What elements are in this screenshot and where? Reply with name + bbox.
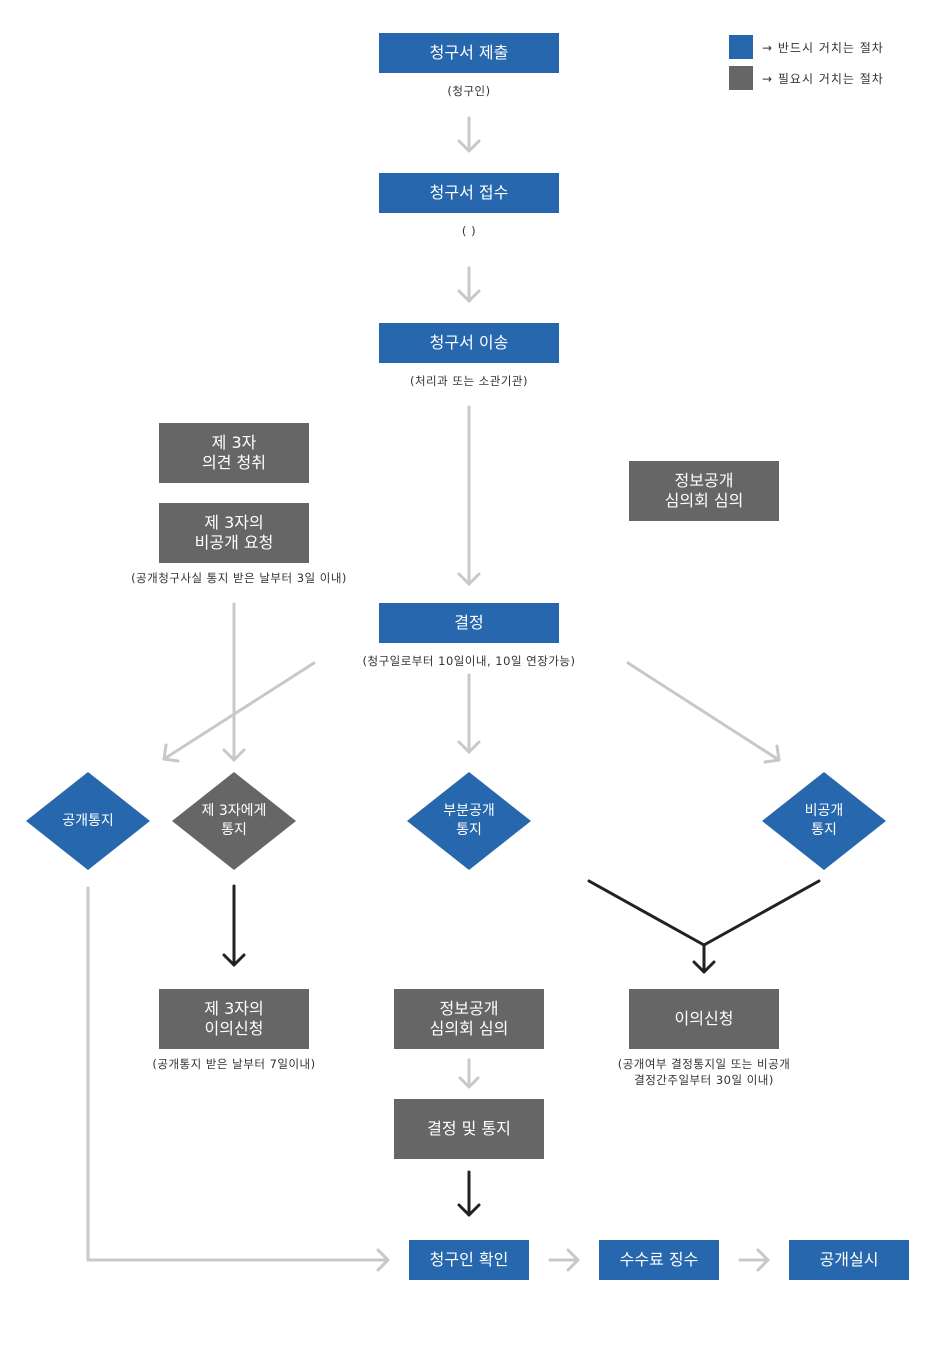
step-decision-notice: 결정 및 통지 bbox=[394, 1099, 544, 1159]
arrow-committee-to-decision-notice bbox=[458, 1058, 480, 1089]
step-disclose-label: 공개실시 bbox=[819, 1250, 879, 1269]
step-committee-bottom-label: 정보공개 심의회 심의 bbox=[429, 999, 509, 1038]
step-fee-label: 수수료 징수 bbox=[619, 1250, 699, 1269]
legend-required-swatch bbox=[729, 35, 753, 59]
step-third-party-objection-note: (공개통지 받은 날부터 7일이내) bbox=[152, 1057, 316, 1071]
step-objection-label: 이의신청 bbox=[674, 1009, 734, 1028]
step-third-party-request-label: 제 3자의 비공개 요청 bbox=[194, 513, 274, 552]
arrow-submit-to-receive bbox=[457, 116, 481, 153]
notice-private-label: 비공개 통지 bbox=[804, 803, 844, 838]
step-committee-top: 정보공개 심의회 심의 bbox=[629, 461, 779, 521]
step-disclose: 공개실시 bbox=[789, 1240, 909, 1280]
step-receive-label: 청구서 접수 bbox=[429, 183, 509, 202]
step-confirm: 청구인 확인 bbox=[409, 1240, 529, 1280]
step-submit-label: 청구서 제출 bbox=[429, 43, 509, 62]
notice-partial-label: 부분공개 통지 bbox=[443, 803, 495, 838]
step-objection: 이의신청 bbox=[629, 989, 779, 1049]
arrow-decision-notice-to-confirm bbox=[457, 1170, 481, 1217]
notice-public-diamond: 공개통지 bbox=[26, 772, 150, 870]
legend-optional-label: → 필요시 거치는 절차 bbox=[762, 72, 884, 86]
step-decision: 결정 bbox=[379, 603, 559, 643]
arrow-public-to-confirm bbox=[86, 886, 390, 1272]
notice-partial-diamond: 부분공개 통지 bbox=[407, 772, 531, 870]
arrow-notice-third-to-objection bbox=[222, 884, 246, 967]
step-fee: 수수료 징수 bbox=[599, 1240, 719, 1280]
arrow-receive-to-transfer bbox=[457, 266, 481, 303]
step-objection-note: (공개여부 결정통지일 또는 비공개 결정간주일부터 30일 이내) bbox=[617, 1057, 791, 1087]
step-committee-bottom: 정보공개 심의회 심의 bbox=[394, 989, 544, 1049]
notice-private-diamond: 비공개 통지 bbox=[762, 772, 886, 870]
arrow-decision-to-public bbox=[162, 661, 316, 763]
step-decision-label: 결정 bbox=[454, 613, 484, 632]
step-transfer: 청구서 이송 bbox=[379, 323, 559, 363]
arrow-decision-to-private bbox=[626, 661, 781, 764]
arrow-merge-to-objection bbox=[587, 879, 821, 974]
step-transfer-note: (처리과 또는 소관기관) bbox=[409, 374, 528, 388]
step-third-party-opinion-label: 제 3자 의견 청취 bbox=[202, 433, 266, 472]
step-third-party-request: 제 3자의 비공개 요청 bbox=[159, 503, 309, 563]
arrow-decision-to-partial bbox=[457, 673, 481, 754]
arrow-third-party-to-notice bbox=[222, 602, 246, 762]
step-third-party-request-note: (공개청구사실 통지 받은 날부터 3일 이내) bbox=[131, 571, 347, 585]
arrow-transfer-to-decision bbox=[457, 405, 481, 586]
step-receive-note: ( ) bbox=[461, 224, 477, 238]
notice-third-diamond: 제 3자에게 통지 bbox=[172, 772, 296, 870]
step-submit-note: (청구인) bbox=[447, 84, 491, 98]
notice-third-label: 제 3자에게 통지 bbox=[201, 803, 267, 838]
step-confirm-label: 청구인 확인 bbox=[429, 1250, 509, 1269]
step-decision-notice-label: 결정 및 통지 bbox=[427, 1119, 511, 1138]
legend-optional-swatch bbox=[729, 66, 753, 90]
step-decision-note: (청구일로부터 10일이내, 10일 연장가능) bbox=[362, 654, 576, 668]
legend-required-label: → 반드시 거치는 절차 bbox=[762, 41, 884, 55]
step-third-party-objection: 제 3자의 이의신청 bbox=[159, 989, 309, 1049]
step-third-party-opinion: 제 3자 의견 청취 bbox=[159, 423, 309, 483]
notice-public-label: 공개통지 bbox=[62, 812, 114, 829]
step-third-party-objection-label: 제 3자의 이의신청 bbox=[204, 999, 264, 1038]
arrow-fee-to-disclose bbox=[738, 1248, 770, 1272]
step-submit: 청구서 제출 bbox=[379, 33, 559, 73]
step-committee-top-label: 정보공개 심의회 심의 bbox=[664, 471, 744, 510]
arrow-confirm-to-fee bbox=[548, 1248, 580, 1272]
step-receive: 청구서 접수 bbox=[379, 173, 559, 213]
step-transfer-label: 청구서 이송 bbox=[429, 333, 509, 352]
